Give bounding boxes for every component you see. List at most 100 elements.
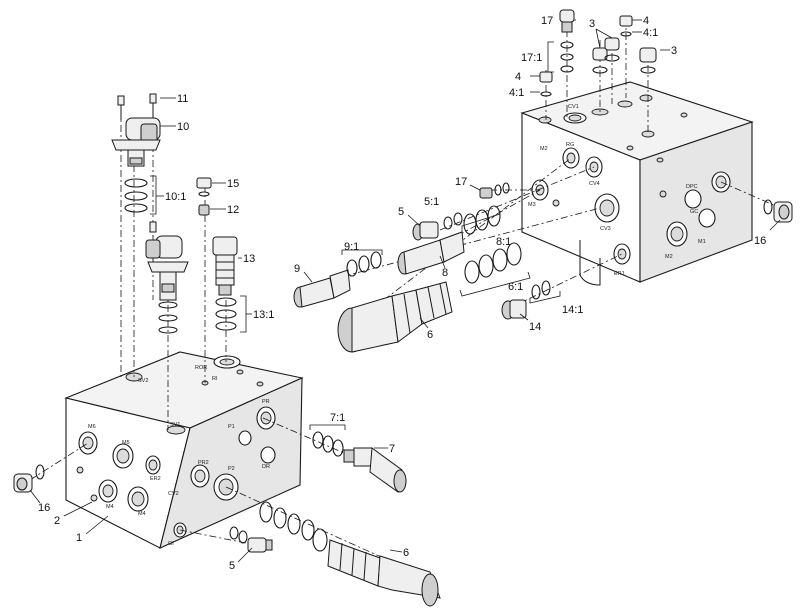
side-port (238, 430, 252, 446)
callout-5-lower: 5 (229, 560, 235, 572)
port-label: GI (168, 541, 174, 547)
port-label: CV4 (589, 181, 600, 187)
callout-8-1: 8:1 (496, 236, 511, 248)
callout-10-1: 10:1 (165, 191, 186, 203)
port-label: PR2 (198, 460, 209, 466)
callout-7-1: 7:1 (330, 412, 345, 424)
part-7-relief-valve (343, 447, 407, 493)
callout-17-mid: 17 (455, 176, 467, 188)
part-15-plug (196, 177, 212, 197)
port-label: M4 (138, 511, 146, 517)
part-6-seals-lower (259, 501, 328, 552)
part-6-1-seals (459, 271, 531, 297)
callout-17-top: 17 (541, 15, 553, 27)
port-label: CV3 (600, 226, 611, 232)
top-port (219, 358, 235, 366)
port-label: CV2 (168, 491, 179, 497)
part-16-plug-left (13, 464, 45, 493)
callout-14-1: 14:1 (562, 304, 583, 316)
callout-11: 11 (177, 93, 188, 105)
part-17-orifice-mid (479, 182, 510, 199)
port-label: DR (262, 464, 270, 470)
port-label: ROR (195, 365, 207, 371)
right-manifold-block: CV1 M2 RG CV4 M3 CV3 ER1 DPC GC M1 M2 (520, 81, 754, 286)
part-9-1-seals (341, 249, 383, 277)
callout-8: 8 (442, 267, 448, 279)
part-13-cartridge-valve (212, 236, 238, 296)
top-port (166, 425, 186, 435)
callout-4-1-left: 4:1 (509, 87, 524, 99)
part-5-plug-upper (412, 212, 463, 241)
part-10-solenoid-valve-lower (145, 221, 189, 334)
part-3-plugs (592, 37, 657, 74)
port-label: M2 (665, 254, 673, 260)
callout-9-1: 9:1 (344, 241, 359, 253)
callout-12: 12 (227, 204, 239, 216)
callout-1: 1 (76, 532, 82, 544)
part-6-cartridge-upper (337, 281, 453, 353)
port-label: ER1 (614, 271, 625, 277)
port-label: DPC (686, 184, 698, 190)
callout-13-1: 13:1 (253, 309, 274, 321)
port-label: M4 (106, 504, 114, 510)
port-label: GC (690, 209, 698, 215)
port-label: CV1 (568, 104, 579, 110)
callout-13: 13 (243, 253, 255, 265)
port-label: RG (566, 142, 574, 148)
port-label: P1 (228, 424, 235, 430)
left-manifold-block: SV2 SV1 RI ROR M5 M6 M4 M4 ER2 CV2 PR2 P… (64, 351, 304, 549)
port-label: P2 (228, 466, 235, 472)
part-6-cartridge-lower (327, 539, 441, 607)
part-7-1-seals (309, 424, 346, 457)
callout-5-1: 5:1 (424, 196, 439, 208)
callout-4-1-top: 4:1 (643, 27, 658, 39)
callout-6-upper: 6 (427, 329, 433, 341)
part-12-orifice (198, 204, 210, 216)
callout-15: 15 (227, 178, 239, 190)
part-11-screws (117, 93, 157, 120)
port-label: M1 (698, 239, 706, 245)
callout-14: 14 (529, 321, 541, 333)
part-16-plug-right (763, 199, 793, 223)
part-14-plug (501, 280, 561, 320)
callout-5-upper: 5 (398, 206, 404, 218)
port-label: SV2 (138, 378, 148, 384)
callout-4-left: 4 (515, 71, 521, 83)
callout-6-1: 6:1 (508, 281, 523, 293)
top-port (236, 369, 244, 375)
callout-labels: 11 10 10:1 15 12 13 13:1 16 2 1 5 7:1 7 … (38, 15, 766, 572)
callout-10: 10 (177, 121, 189, 133)
callout-9: 9 (294, 263, 300, 275)
top-port (256, 381, 264, 387)
port-label: ER2 (150, 476, 161, 482)
port-label: RI (212, 376, 218, 382)
part-10-1-seals (124, 175, 157, 215)
part-8-1-seals (461, 205, 522, 284)
part-17-orifice-top (559, 9, 575, 73)
callout-17-1: 17:1 (521, 52, 542, 64)
callout-3-right: 3 (671, 45, 677, 57)
part-5-plug-lower (229, 526, 273, 553)
port-label: M6 (88, 424, 96, 430)
callout-leaders (29, 19, 781, 563)
side-port (260, 446, 276, 464)
part-10-solenoid-valve (111, 117, 161, 167)
part-13-1-seals (215, 295, 247, 333)
port-label: M2 (540, 146, 548, 152)
port-label: PR (262, 399, 270, 405)
port-label: M3 (528, 202, 536, 208)
part-8-cartridge (397, 231, 465, 275)
callout-2: 2 (54, 515, 60, 527)
part-9-cartridge (293, 269, 351, 308)
callout-16-right: 16 (754, 235, 766, 247)
callout-7: 7 (389, 443, 395, 455)
port-label: SV1 (170, 422, 180, 428)
callout-16-left: 16 (38, 502, 50, 514)
callout-4-top: 4 (643, 15, 649, 27)
part-4-plugs (539, 15, 633, 97)
port-label: M5 (122, 440, 130, 446)
callout-3-top: 3 (589, 18, 595, 30)
callout-6-lower: 6 (403, 547, 409, 559)
